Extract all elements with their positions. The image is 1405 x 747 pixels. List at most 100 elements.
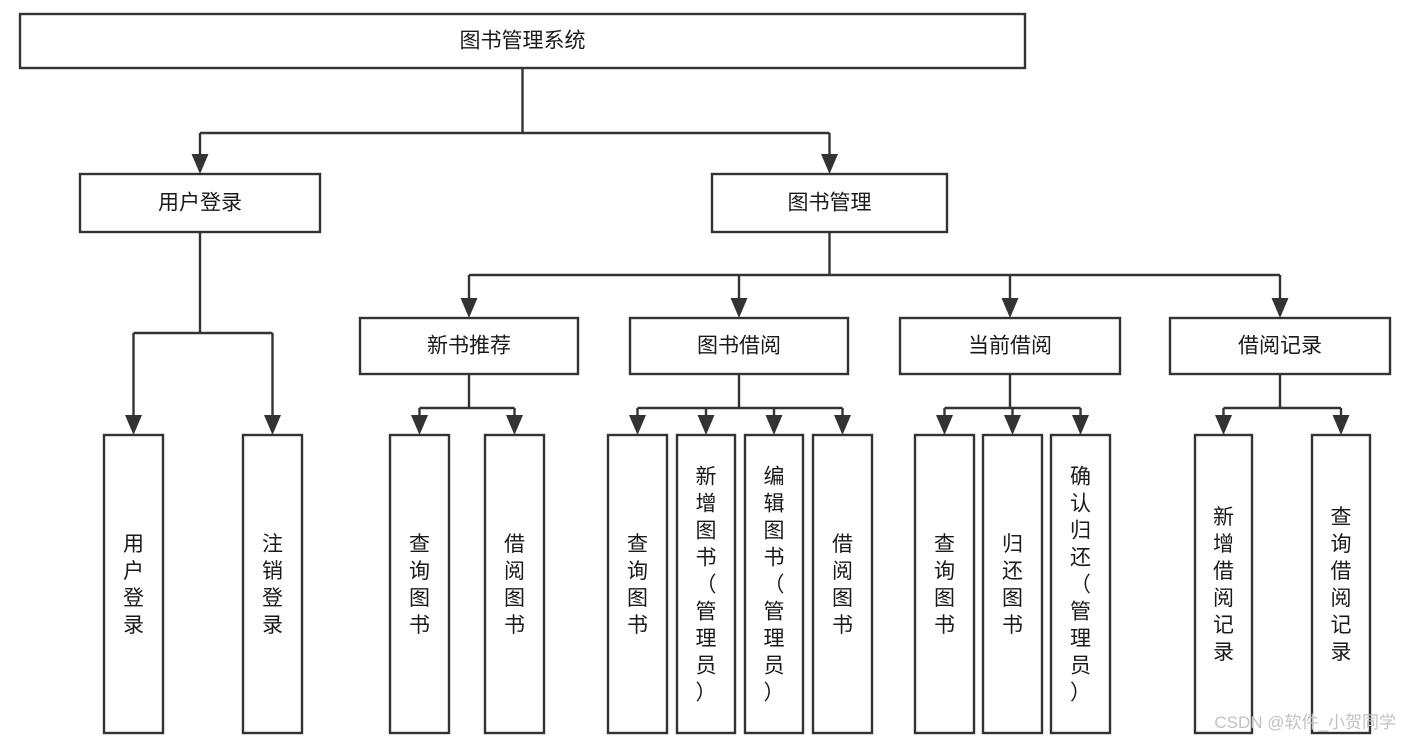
node-label-leaf-query-borrow-record: 询: [1331, 533, 1352, 556]
node-label-leaf-borrow-book-recommend: 书: [504, 614, 525, 637]
node-box-book-manage: [710, 172, 949, 234]
node-label-leaf-user-login: 用: [123, 533, 144, 556]
node-label-leaf-query-book-current: 查: [934, 533, 955, 556]
node-label-leaf-query-book-current: 询: [934, 560, 955, 583]
node-layer: 图书管理系统用户登录图书管理新书推荐图书借阅当前借阅借阅记录用户登录注销登录查询…: [18, 12, 1392, 735]
node-book-manage[interactable]: 图书管理: [710, 172, 949, 234]
node-label-leaf-query-book-recommend: 图: [409, 587, 430, 610]
node-label-leaf-add-book-admin: 图: [696, 520, 717, 543]
node-label-leaf-edit-book-admin: 编: [764, 466, 785, 489]
node-label-leaf-query-book-borrow: 查: [627, 533, 648, 556]
node-box-leaf-edit-book-admin: [743, 433, 805, 735]
node-label-leaf-borrow-book: 阅: [832, 560, 853, 583]
node-leaf-user-login[interactable]: 用户登录: [102, 433, 165, 735]
node-label-leaf-query-borrow-record: 借: [1331, 560, 1352, 583]
node-label-leaf-user-login: 户: [123, 560, 144, 583]
node-label-leaf-add-book-admin: （: [696, 574, 717, 597]
arrow-head-icon: [264, 415, 281, 435]
node-label-leaf-return-book: 书: [1002, 614, 1023, 637]
node-label-leaf-query-book-borrow: 书: [627, 614, 648, 637]
node-box-current-borrow: [898, 316, 1122, 376]
arrow-head-icon: [936, 415, 953, 435]
node-label-leaf-add-borrow-record: 阅: [1213, 587, 1234, 610]
node-label-leaf-confirm-return-admin: 管: [1070, 601, 1091, 624]
node-label-leaf-borrow-book-recommend: 图: [504, 587, 525, 610]
node-book-borrow[interactable]: 图书借阅: [628, 316, 850, 376]
node-label-leaf-add-borrow-record: 录: [1213, 641, 1234, 664]
node-label-leaf-return-book: 归: [1002, 533, 1023, 556]
node-label-leaf-add-book-admin: 增: [696, 493, 717, 516]
node-current-borrow[interactable]: 当前借阅: [898, 316, 1122, 376]
node-label-leaf-query-book-borrow: 图: [627, 587, 648, 610]
node-root[interactable]: 图书管理系统: [18, 12, 1027, 70]
arrow-head-icon: [730, 298, 748, 318]
node-label-leaf-edit-book-admin: 辑: [764, 493, 785, 516]
arrow-head-icon: [125, 415, 142, 435]
arrow-head-icon: [191, 154, 209, 174]
node-label-leaf-query-book-current: 图: [934, 587, 955, 610]
node-label-leaf-query-borrow-record: 录: [1331, 641, 1352, 664]
node-label-leaf-add-book-admin: 理: [696, 628, 717, 651]
node-label-leaf-add-borrow-record: 借: [1213, 560, 1234, 583]
node-label-leaf-add-borrow-record: 增: [1213, 533, 1234, 556]
node-label-leaf-borrow-book: 书: [832, 614, 853, 637]
node-box-user-login: [78, 172, 322, 234]
arrow-head-icon: [629, 415, 646, 435]
arrow-head-icon: [1072, 415, 1089, 435]
node-label-leaf-confirm-return-admin: 理: [1070, 628, 1091, 651]
arrow-head-icon: [1271, 298, 1289, 318]
arrow-head-icon: [411, 415, 428, 435]
node-label-leaf-add-book-admin: ）: [696, 682, 717, 705]
node-label-leaf-user-login: 登: [123, 587, 144, 610]
node-label-leaf-query-book-recommend: 书: [409, 614, 430, 637]
arrow-head-icon: [821, 154, 838, 174]
node-new-book-recommend[interactable]: 新书推荐: [358, 316, 580, 376]
node-label-current-borrow: 当前借阅: [968, 335, 1052, 358]
node-box-new-book-recommend: [358, 316, 580, 376]
connector-layer: [125, 68, 1350, 435]
node-box-leaf-query-book-current: [913, 433, 976, 735]
node-label-leaf-add-borrow-record: 记: [1213, 614, 1234, 637]
node-label-leaf-confirm-return-admin: （: [1070, 574, 1091, 597]
node-label-leaf-logout: 录: [262, 614, 283, 637]
node-label-leaf-edit-book-admin: 理: [764, 628, 785, 651]
node-label-user-login: 用户登录: [158, 192, 242, 215]
node-box-root: [18, 12, 1027, 70]
node-label-leaf-borrow-book: 借: [832, 533, 853, 556]
node-label-book-borrow: 图书借阅: [697, 335, 781, 358]
node-label-leaf-confirm-return-admin: 员: [1070, 655, 1091, 678]
node-user-login[interactable]: 用户登录: [78, 172, 322, 234]
node-box-leaf-return-book: [981, 433, 1044, 735]
node-label-leaf-borrow-book-recommend: 阅: [504, 560, 525, 583]
node-label-leaf-query-book-borrow: 询: [627, 560, 648, 583]
node-box-leaf-borrow-book-recommend: [483, 433, 546, 735]
node-borrow-record[interactable]: 借阅记录: [1168, 316, 1392, 376]
node-label-leaf-edit-book-admin: 管: [764, 601, 785, 624]
arrow-head-icon: [1004, 415, 1021, 435]
node-label-leaf-edit-book-admin: 图: [764, 520, 785, 543]
arrow-head-icon: [460, 298, 478, 318]
node-label-leaf-add-borrow-record: 新: [1213, 506, 1234, 529]
node-label-leaf-add-book-admin: 员: [696, 655, 717, 678]
node-box-leaf-add-book-admin: [675, 433, 737, 735]
node-box-borrow-record: [1168, 316, 1392, 376]
csdn-watermark: CSDN @软件_小贺同学: [1214, 713, 1396, 732]
node-label-leaf-edit-book-admin: 员: [764, 655, 785, 678]
node-label-leaf-query-borrow-record: 查: [1331, 506, 1352, 529]
node-box-leaf-confirm-return-admin: [1049, 433, 1112, 735]
node-label-leaf-confirm-return-admin: ）: [1070, 682, 1091, 705]
node-label-leaf-borrow-book: 图: [832, 587, 853, 610]
